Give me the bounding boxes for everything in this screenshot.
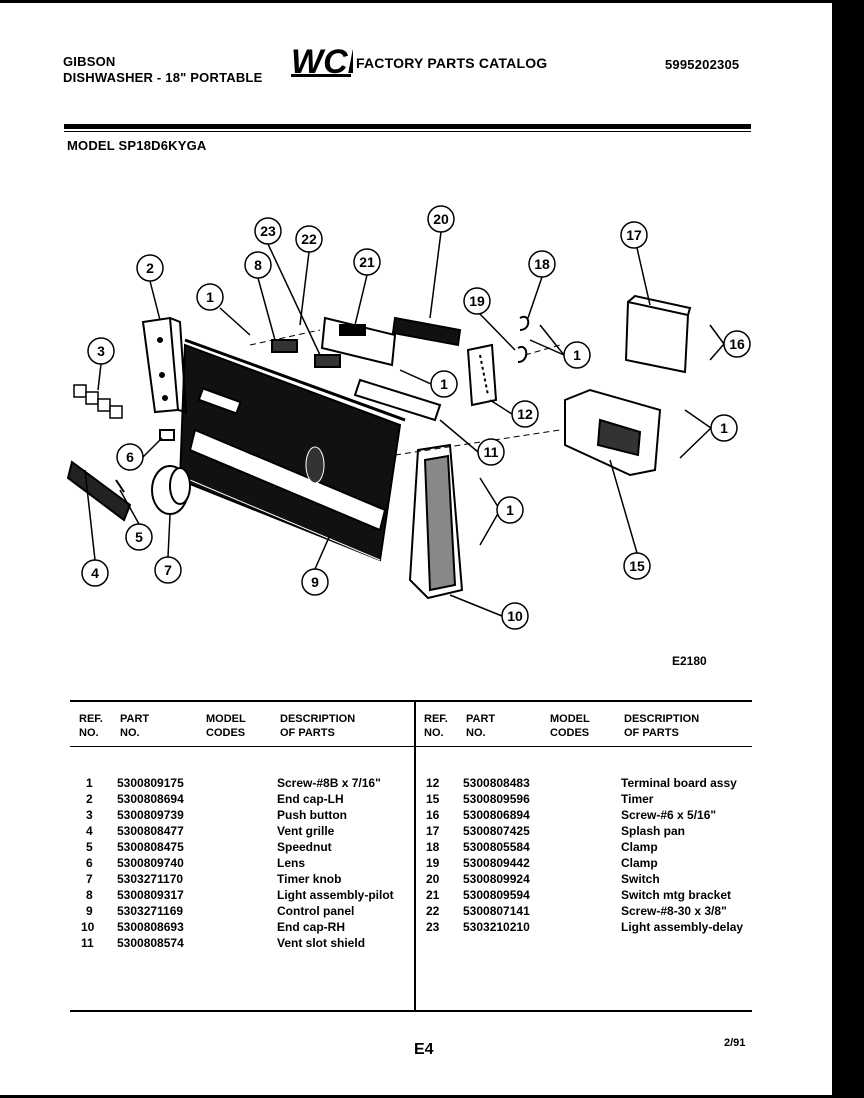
light-assembly-pilot-part	[271, 339, 298, 353]
revision-date: 2/91	[724, 1037, 746, 1049]
callout-18: 18	[534, 256, 550, 272]
splash-pan-part	[624, 294, 692, 374]
callout-23: 23	[260, 223, 276, 239]
speednut-part	[115, 479, 125, 493]
wci-logo-text: WCI	[291, 43, 353, 79]
callout-17: 17	[626, 227, 642, 243]
light-assembly-delay-part	[314, 354, 341, 368]
timer-knob-part	[151, 465, 191, 515]
exploded-parts-diagram: 2 3 4 5 6 7 8 9 10 11 12 15 16 17 18 19 …	[66, 205, 751, 630]
brand-name: GIBSON	[63, 54, 116, 69]
table-divider	[414, 702, 416, 1010]
assembly-leader-lines	[249, 329, 561, 456]
header-rule-thin	[64, 131, 751, 132]
callout-19: 19	[469, 293, 485, 309]
callout-21: 21	[359, 254, 375, 270]
end-cap-lh-part	[141, 316, 188, 414]
wci-logo: WCI	[291, 43, 353, 79]
control-panel-part	[178, 338, 406, 562]
header-ref-left: REF.NO.	[79, 713, 103, 739]
callout-balloons: 2 3 4 5 6 7 8 9 10 11 12 15 16 17 18 19 …	[81, 205, 751, 630]
callout-8: 8	[254, 257, 262, 273]
callout-10: 10	[507, 608, 523, 624]
callout-22: 22	[301, 231, 317, 247]
timer-part	[564, 388, 662, 477]
product-name: DISHWASHER - 18" PORTABLE	[63, 70, 263, 85]
vent-grille-part	[66, 460, 132, 522]
clamp-19-part	[517, 345, 528, 363]
catalog-number: 5995202305	[665, 57, 740, 72]
catalog-title: FACTORY PARTS CATALOG	[356, 55, 548, 71]
clamp-18-part	[519, 315, 530, 331]
callout-16: 16	[729, 336, 745, 352]
frame-right-edge	[832, 0, 864, 1098]
callout-2: 2	[146, 260, 154, 276]
header-rule-thick	[64, 124, 751, 129]
callout-12: 12	[517, 406, 533, 422]
callout-1-e: 1	[506, 502, 514, 518]
callout-11: 11	[484, 444, 499, 460]
callout-20: 20	[433, 211, 449, 227]
page-number: E4	[414, 1041, 434, 1058]
terminal-board-part	[466, 343, 498, 407]
callout-3: 3	[97, 343, 105, 359]
vent-slot-shield-part	[353, 378, 442, 422]
callout-6: 6	[126, 449, 134, 465]
callout-1-b: 1	[573, 347, 581, 363]
model-number: MODEL SP18D6KYGA	[67, 138, 207, 153]
callout-1-c: 1	[440, 376, 448, 392]
callout-15: 15	[629, 558, 645, 574]
switch-bracket-part	[320, 316, 397, 367]
frame-top-edge	[0, 0, 864, 3]
callout-4: 4	[91, 565, 99, 581]
switch-part	[391, 316, 462, 347]
end-cap-rh-part	[408, 443, 464, 600]
lens-part	[159, 429, 175, 441]
callout-1: 1	[206, 289, 214, 305]
diagram-id: E2180	[672, 654, 707, 668]
callout-1-d: 1	[720, 420, 728, 436]
push-button-part	[73, 384, 123, 419]
callout-7: 7	[164, 562, 172, 578]
callout-5: 5	[135, 529, 143, 545]
header-ref-right: REF.NO.	[424, 713, 448, 739]
callout-9: 9	[311, 574, 319, 590]
frame-bottom-edge	[0, 1095, 864, 1098]
